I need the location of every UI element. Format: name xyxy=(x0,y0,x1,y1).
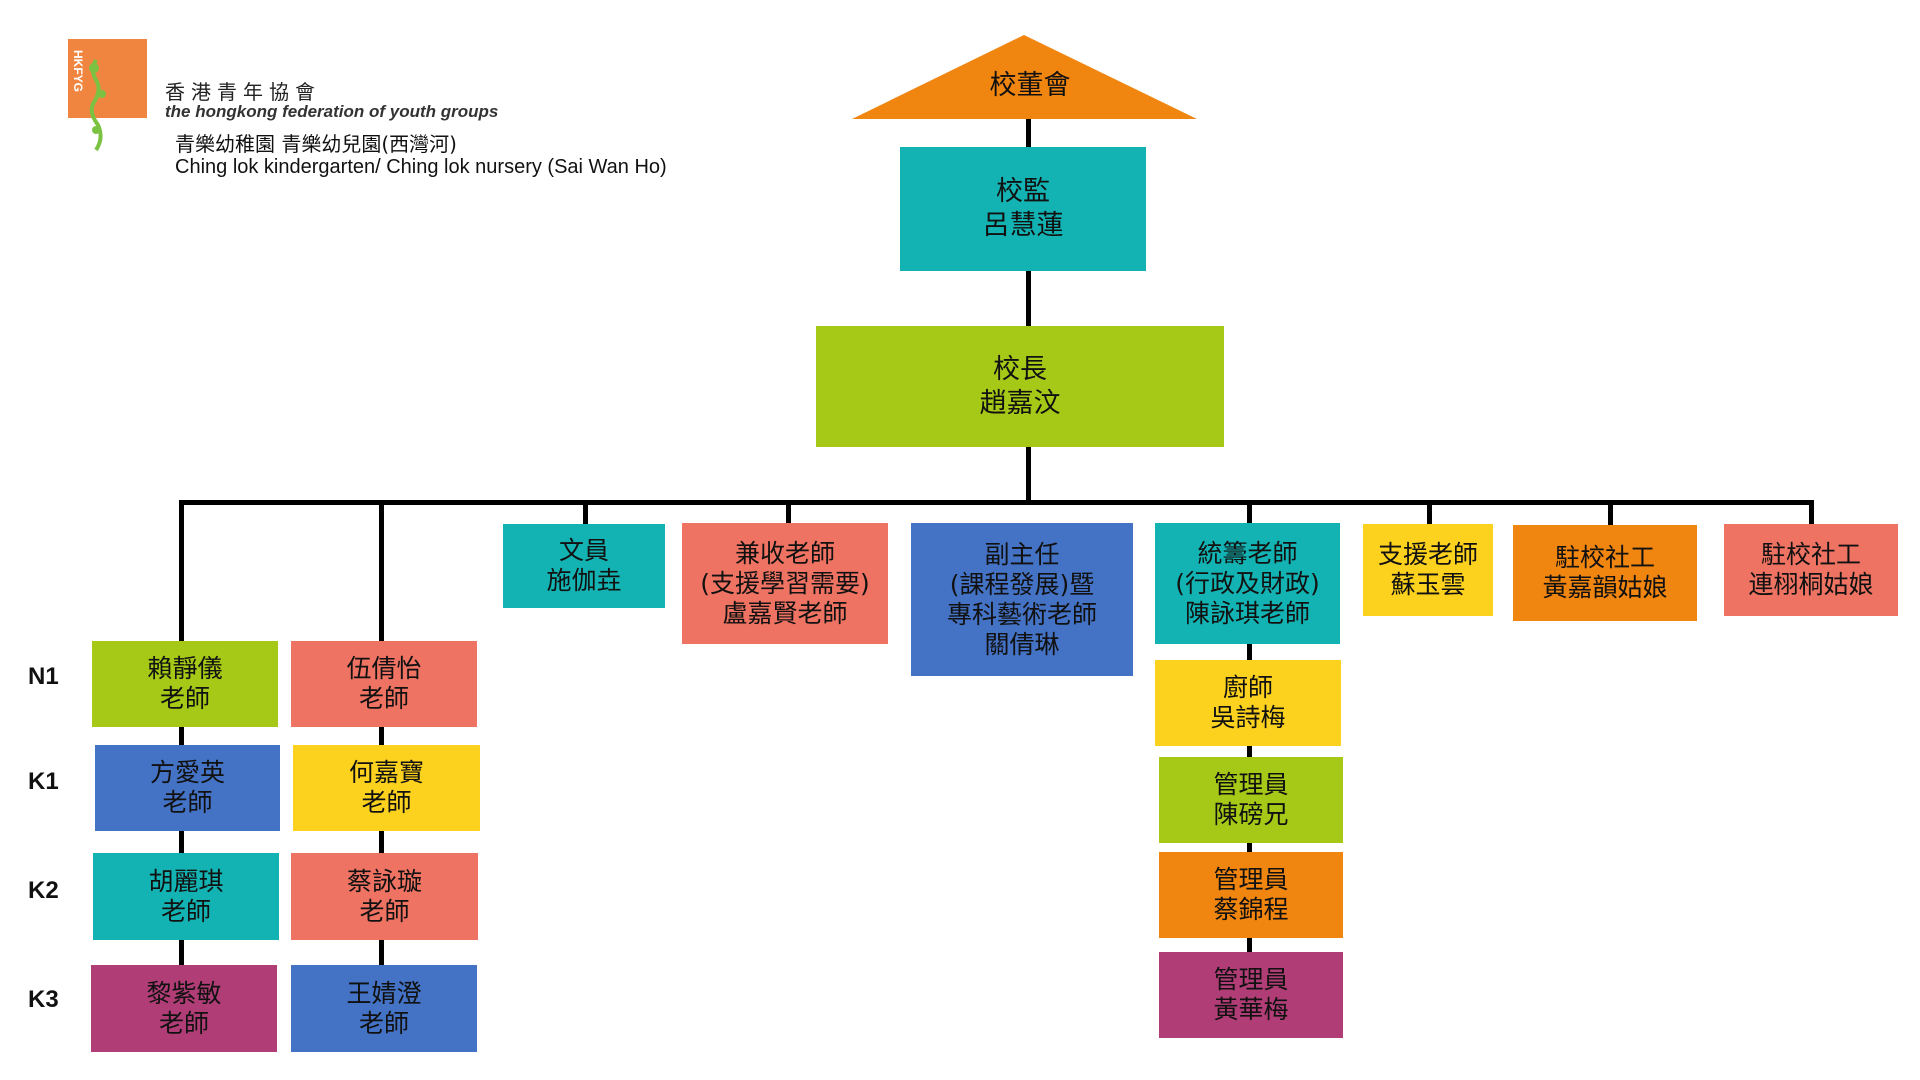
org-name-en: the hongkong federation of youth groups xyxy=(165,102,499,121)
box-text-line: 黃華梅 xyxy=(1213,995,1289,1024)
box-text-line: 方愛英 xyxy=(149,758,225,787)
box-text-line: 老師 xyxy=(160,896,211,926)
social-worker-1-box: 駐校社工 黃嘉韻姑娘 xyxy=(1513,525,1697,621)
box-text-line: 蘇玉雲 xyxy=(1390,570,1466,599)
box-text-line: 老師 xyxy=(361,788,412,817)
box-text-line: 施伽垚 xyxy=(546,566,622,595)
school-name-en: Ching lok kindergarten/ Ching lok nurser… xyxy=(175,156,667,178)
level-label-k1: K1 xyxy=(28,768,59,795)
box-text-line: 趙嘉汶 xyxy=(979,387,1061,419)
connector-board-supervisor xyxy=(1026,118,1031,150)
connector-supervisor-principal xyxy=(1026,270,1031,328)
box-text-line: 吳詩梅 xyxy=(1210,703,1286,732)
board-label: 校董會 xyxy=(989,70,1071,101)
level-label-k3: K3 xyxy=(28,986,59,1013)
box-text-line: 校監 xyxy=(996,176,1050,207)
supervisor-box: 校監 呂慧蓮 xyxy=(900,147,1146,271)
board-roof-shape xyxy=(852,35,1197,119)
box-text-line: 連栩桐姑娘 xyxy=(1748,570,1874,599)
level-label-n1: N1 xyxy=(28,663,59,690)
box-text-line: (支援學習需要) xyxy=(700,568,870,598)
connector-horizontal-bar xyxy=(180,500,1814,505)
box-text-line: 管理員 xyxy=(1213,865,1289,894)
connector-clerk xyxy=(583,500,588,526)
social-worker-2-box: 駐校社工 連栩桐姑娘 xyxy=(1724,524,1898,616)
connector-support xyxy=(1427,500,1432,527)
box-text-line: 伍倩怡 xyxy=(346,654,422,683)
teacher-k3-col2: 王婧澄 老師 xyxy=(291,965,477,1052)
cook-box: 廚師 吳詩梅 xyxy=(1155,660,1341,746)
hkfyg-logo xyxy=(68,39,147,118)
level-label-k2: K2 xyxy=(28,877,59,904)
logo-text: HKFYG xyxy=(71,50,85,92)
org-name-cn: 香港青年協會 xyxy=(165,80,321,104)
box-text-line: 老師 xyxy=(159,684,210,713)
box-text-line: (課程發展)暨 xyxy=(949,569,1095,599)
teacher-k1-col2: 何嘉寶 老師 xyxy=(293,745,480,831)
box-text-line: 駐校社工 xyxy=(1760,540,1861,569)
box-text-line: 蔡詠璇 xyxy=(346,866,422,896)
box-text-line: (行政及財政) xyxy=(1175,568,1320,598)
box-text-line: 關倩琳 xyxy=(984,629,1060,659)
box-text-line: 盧嘉賢老師 xyxy=(722,598,848,628)
box-text-line: 兼收老師 xyxy=(734,538,835,568)
box-text-line: 王婧澄 xyxy=(346,978,422,1008)
box-text-line: 老師 xyxy=(358,1008,409,1038)
box-text-line: 胡麗琪 xyxy=(148,866,224,896)
box-text-line: 黎紫敏 xyxy=(146,978,222,1008)
box-text-line: 校長 xyxy=(993,353,1047,385)
connector-principal-bar xyxy=(1026,447,1031,503)
box-text-line: 支援老師 xyxy=(1377,540,1478,569)
connector-social-worker-1 xyxy=(1608,500,1613,527)
box-text-line: 蔡錦程 xyxy=(1213,895,1289,924)
janitor-2-box: 管理員 蔡錦程 xyxy=(1159,852,1343,938)
janitor-1-box: 管理員 陳磅兄 xyxy=(1159,757,1343,843)
support-teacher-box: 支援老師 蘇玉雲 xyxy=(1363,524,1493,616)
vice-principal-box: 副主任 (課程發展)暨 專科藝術老師 關倩琳 xyxy=(911,523,1133,676)
box-text-line: 老師 xyxy=(359,896,410,926)
part-time-teacher-box: 兼收老師 (支援學習需要) 盧嘉賢老師 xyxy=(682,523,888,644)
box-text-line: 統籌老師 xyxy=(1197,538,1298,568)
teacher-n1-col1: 賴靜儀 老師 xyxy=(92,641,278,727)
box-text-line: 專科藝術老師 xyxy=(946,599,1097,629)
box-text-line: 老師 xyxy=(158,1008,209,1038)
box-text-line: 黃嘉韻姑娘 xyxy=(1542,573,1668,602)
box-text-line: 呂慧蓮 xyxy=(982,210,1064,241)
box-text-line: 老師 xyxy=(358,684,409,713)
box-text-line: 管理員 xyxy=(1213,965,1289,994)
leaf-icon xyxy=(89,58,106,152)
box-text-line: 陳詠琪老師 xyxy=(1184,598,1310,628)
teacher-k1-col1: 方愛英 老師 xyxy=(95,745,280,831)
box-text-line: 賴靜儀 xyxy=(147,654,223,683)
principal-box: 校長 趙嘉汶 xyxy=(816,326,1224,447)
box-text-line: 管理員 xyxy=(1213,770,1289,799)
box-text-line: 老師 xyxy=(162,788,213,817)
box-text-line: 文員 xyxy=(558,536,609,565)
teacher-k3-col1: 黎紫敏 老師 xyxy=(91,965,277,1052)
box-text-line: 廚師 xyxy=(1222,673,1273,702)
coordinator-box: 統籌老師 (行政及財政) 陳詠琪老師 xyxy=(1155,523,1340,644)
box-text-line: 陳磅兄 xyxy=(1213,800,1289,829)
box-text-line: 何嘉寶 xyxy=(348,758,424,787)
janitor-3-box: 管理員 黃華梅 xyxy=(1159,952,1343,1038)
box-text-line: 駐校社工 xyxy=(1554,543,1655,572)
teacher-n1-col2: 伍倩怡 老師 xyxy=(291,641,477,727)
school-name-cn: 青樂幼稚園 青樂幼兒園(西灣河) xyxy=(175,132,457,156)
teacher-k2-col2: 蔡詠璇 老師 xyxy=(291,853,478,940)
connector-social-worker-2 xyxy=(1809,500,1814,526)
connector-part-time xyxy=(786,500,791,525)
box-text-line: 副主任 xyxy=(984,539,1060,569)
clerk-box: 文員 施伽垚 xyxy=(503,524,665,608)
teacher-k2-col1: 胡麗琪 老師 xyxy=(93,853,279,940)
